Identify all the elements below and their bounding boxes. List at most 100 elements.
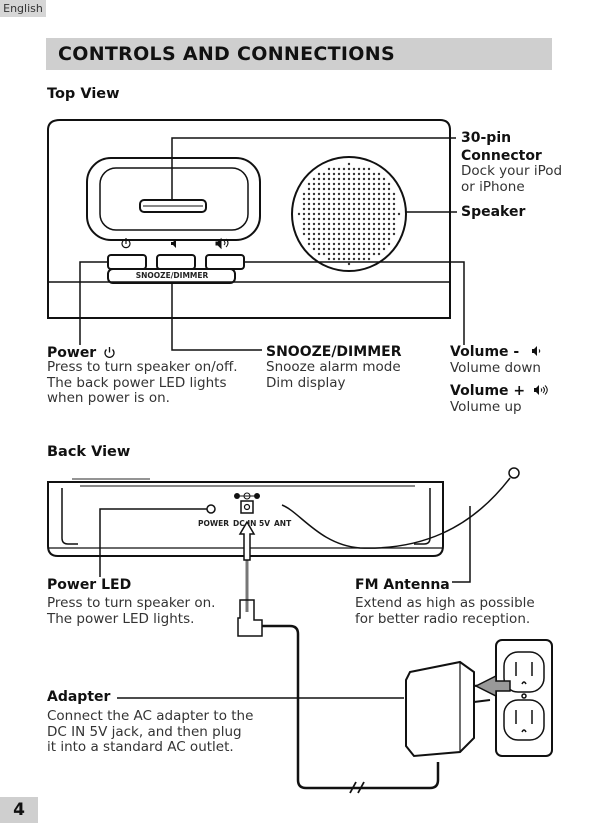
speaker-dot: [332, 217, 336, 221]
speaker-dot: [332, 177, 336, 181]
speaker-dot: [312, 227, 316, 231]
speaker-dot: [317, 212, 321, 216]
speaker-dot: [387, 217, 391, 221]
speaker-dot: [357, 232, 361, 236]
speaker-dot: [362, 177, 366, 181]
top-view-heading: Top View: [47, 86, 120, 102]
speaker-dot: [367, 227, 371, 231]
speaker-dot: [382, 232, 386, 236]
device-label-dcin: DC IN 5V: [233, 519, 271, 528]
speaker-dot: [357, 247, 361, 251]
speaker-dot: [372, 212, 376, 216]
speaker-dot: [317, 232, 321, 236]
speaker-dot: [352, 182, 356, 186]
speaker-dot: [337, 192, 341, 196]
speaker-dot: [302, 212, 306, 216]
section-title: CONTROLS AND CONNECTIONS: [58, 43, 395, 65]
connector-desc: Dock your iPod or iPhone: [461, 163, 562, 195]
power-desc-line2: The back power LED lights: [47, 374, 227, 391]
speaker-dot: [302, 202, 306, 206]
speaker-dot: [372, 217, 376, 221]
speaker-dot: [322, 177, 326, 181]
device-label-power: POWER: [198, 519, 230, 528]
speaker-dot: [307, 202, 311, 206]
vol-down-button: [156, 254, 196, 270]
connector-title-line2: Connector: [461, 148, 542, 164]
speaker-dot: [342, 167, 346, 171]
speaker-dot: [377, 232, 381, 236]
speaker-dot: [332, 197, 336, 201]
speaker-dot: [352, 197, 356, 201]
speaker-dot: [337, 202, 341, 206]
speaker-dot: [357, 252, 361, 256]
speaker-dot: [372, 177, 376, 181]
speaker-dot: [302, 197, 306, 201]
speaker-dot: [317, 247, 321, 251]
device-label-snooze: SNOOZE/DIMMER: [135, 271, 209, 280]
speaker-dot: [387, 237, 391, 241]
speaker-dot: [337, 182, 341, 186]
speaker-dot: [332, 227, 336, 231]
speaker-dots: [297, 162, 401, 266]
speaker-dot: [367, 207, 371, 211]
power-icon: [104, 347, 115, 358]
dock-outer: [86, 157, 261, 241]
speaker-dot: [342, 182, 346, 186]
speaker-dot: [322, 192, 326, 196]
speaker-dot: [317, 187, 321, 191]
speaker-dot: [312, 187, 316, 191]
speaker-dot: [382, 247, 386, 251]
speaker-dot: [372, 202, 376, 206]
power-desc: Press to turn speaker on/off. The back p…: [47, 359, 238, 407]
speaker-dot: [337, 207, 341, 211]
speaker-dot: [367, 212, 371, 216]
speaker-dot: [387, 207, 391, 211]
speaker-dot: [372, 182, 376, 186]
speaker-dot: [332, 172, 336, 176]
speaker-dot: [337, 257, 341, 261]
speaker-dot: [312, 207, 316, 211]
speaker-dot: [372, 227, 376, 231]
speaker-dot: [362, 182, 366, 186]
speaker-dot: [382, 187, 386, 191]
power-button: [107, 254, 147, 270]
speaker-dot: [342, 202, 346, 206]
adapter-desc-line1: Connect the AC adapter to the: [47, 708, 254, 724]
speaker-dot: [327, 242, 331, 246]
speaker-dot: [392, 212, 396, 216]
power-desc-line3: when power is on.: [47, 390, 170, 406]
connector-leader: [171, 137, 456, 200]
speaker-dot: [312, 202, 316, 206]
speaker-dot: [362, 237, 366, 241]
speaker-dot: [322, 172, 326, 176]
speaker-dot: [347, 262, 351, 266]
speaker-dot: [347, 257, 351, 261]
speaker-dot: [337, 252, 341, 256]
speaker-dot: [367, 182, 371, 186]
speaker-dot: [312, 212, 316, 216]
volume-low-icon: [532, 346, 541, 356]
speaker-dot: [392, 207, 396, 211]
speaker-dot: [387, 227, 391, 231]
speaker-dot: [322, 197, 326, 201]
speaker-dot: [302, 227, 306, 231]
power-leader: [79, 261, 108, 345]
adapter-desc-line2: DC IN 5V jack, and then plug: [47, 723, 242, 740]
speaker-dot: [337, 217, 341, 221]
speaker-dot: [332, 212, 336, 216]
speaker-dot: [302, 192, 306, 196]
speaker-dot: [327, 172, 331, 176]
speaker-dot: [302, 217, 306, 221]
speaker-dot: [312, 217, 316, 221]
speaker-dot: [357, 187, 361, 191]
speaker-dot: [302, 232, 306, 236]
speaker-dot: [327, 217, 331, 221]
speaker-dot: [337, 237, 341, 241]
speaker-dot: [387, 192, 391, 196]
page-number: 4: [0, 797, 38, 823]
speaker-dot: [377, 187, 381, 191]
speaker-dot: [377, 222, 381, 226]
speaker-dot: [357, 212, 361, 216]
speaker-dot: [332, 222, 336, 226]
device-power-symbol: [121, 238, 131, 249]
